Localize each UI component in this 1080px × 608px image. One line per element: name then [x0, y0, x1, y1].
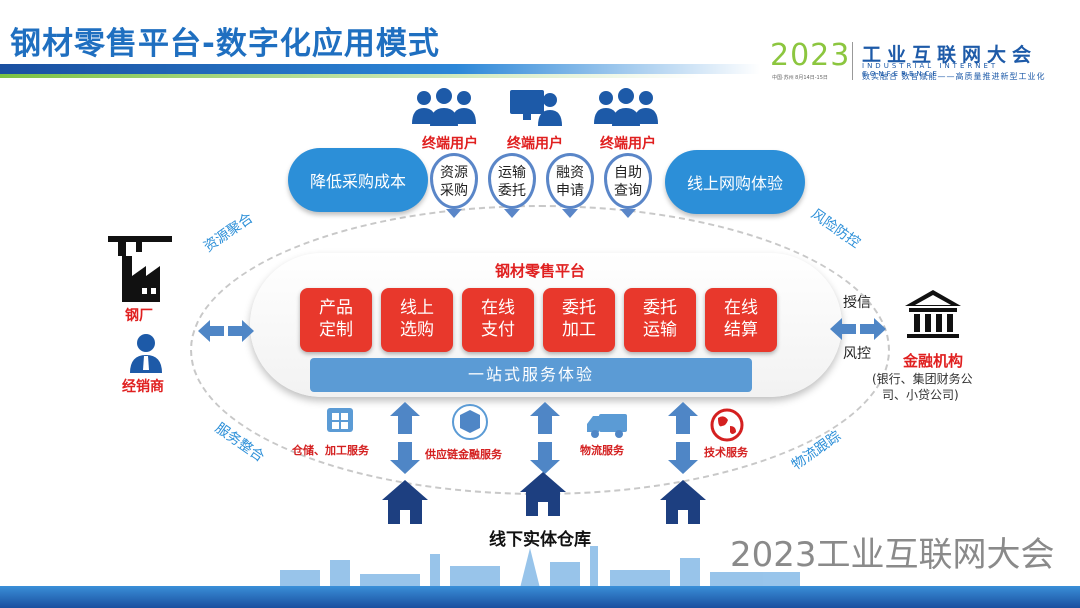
pin-tip — [446, 209, 462, 218]
feature-text: 支付 — [481, 320, 515, 340]
users-icon — [594, 88, 658, 126]
dealer-label: 经销商 — [122, 379, 164, 395]
users-icon-group — [412, 88, 658, 126]
one-stop-service-bar: 一站式服务体验 — [310, 358, 752, 392]
service-label: 技术服务 — [704, 446, 748, 459]
logo-slogan: 数实融合 数智赋能——高质量推进新型工业化 — [862, 72, 1046, 81]
vertical-bidirectional-arrow-icon — [530, 402, 560, 474]
pin-resource-purchase[interactable]: 资源采购 — [430, 153, 478, 218]
pin-tip — [620, 209, 636, 218]
watermark: 2023工业互联网大会 — [730, 535, 1055, 575]
title-underline — [0, 64, 760, 74]
credit-label: 授信 — [843, 295, 871, 311]
warehouse-grid-icon — [327, 408, 353, 432]
ring-label-resource: 资源聚合 — [201, 210, 257, 256]
financial-institution-label: 金融机构 — [903, 352, 964, 370]
feature-text: 在线 — [724, 298, 758, 318]
pin-tip — [504, 209, 520, 218]
cloud-reduce-cost: 降低采购成本 — [288, 148, 428, 212]
feature-text: 在线 — [481, 298, 515, 318]
warehouse-house-icon — [660, 480, 706, 524]
feature-text: 加工 — [562, 320, 596, 340]
pin-text: 委托 — [498, 183, 526, 199]
warehouse-house-icon — [382, 480, 428, 524]
pin-text: 资源 — [440, 165, 468, 181]
offline-warehouse-label: 线下实体仓库 — [489, 530, 591, 550]
logo-divider — [852, 42, 853, 80]
logo-year: 2023 — [770, 38, 851, 73]
feature-text: 产品 — [319, 298, 353, 318]
financial-institution-desc: (银行、集团财务公 — [872, 372, 973, 386]
pin-text: 自助 — [614, 165, 642, 181]
feature-online-pay[interactable]: 在线支付 — [462, 288, 534, 352]
financial-institution-desc: 司、小贷公司) — [882, 388, 959, 402]
page-title: 钢材零售平台-数字化应用模式 — [10, 26, 440, 62]
feature-text: 线上 — [400, 298, 434, 318]
pin-financing[interactable]: 融资申请 — [546, 153, 594, 218]
service-label: 仓储、加工服务 — [292, 444, 369, 457]
vertical-bidirectional-arrow-icon — [390, 402, 420, 474]
end-user-label: 终端用户 — [422, 136, 478, 152]
dealer-icon — [130, 334, 162, 373]
feature-text: 委托 — [643, 298, 677, 318]
vertical-bidirectional-arrow-icon — [668, 402, 698, 474]
feature-text: 运输 — [643, 320, 677, 340]
globe-icon — [710, 408, 744, 442]
pin-text: 融资 — [556, 165, 584, 181]
user-actions: 资源采购 运输委托 融资申请 自助查询 — [430, 153, 652, 218]
ring-label-risk: 风险防控 — [807, 206, 863, 252]
bidirectional-arrow-icon — [830, 318, 886, 340]
supply-chain-box-icon — [452, 404, 488, 440]
risk-control-label: 风控 — [843, 346, 871, 362]
factory-icon — [108, 236, 172, 302]
end-user-label: 终端用户 — [507, 136, 563, 152]
feature-online-select[interactable]: 线上选购 — [381, 288, 453, 352]
logo-en: INDUSTRIAL INTERNET CONFERENCE — [862, 62, 999, 78]
feature-text: 定制 — [319, 320, 353, 340]
users-icon — [412, 88, 476, 126]
conference-logo: 2023 中国·苏州 8月14日-15日 工业互联网大会 INDUSTRIAL … — [770, 38, 1070, 88]
warehouse-house-icon — [520, 472, 566, 516]
feature-processing[interactable]: 委托加工 — [543, 288, 615, 352]
pin-text: 申请 — [556, 183, 584, 199]
title-underline-green — [0, 74, 700, 78]
bank-icon — [905, 290, 961, 338]
feature-text: 委托 — [562, 298, 596, 318]
feature-custom[interactable]: 产品定制 — [300, 288, 372, 352]
end-user-label: 终端用户 — [600, 136, 656, 152]
steel-mill-label: 钢厂 — [125, 308, 153, 324]
pin-text: 查询 — [614, 183, 642, 199]
bidirectional-arrow-icon — [198, 320, 254, 342]
logo-meta: 中国·苏州 8月14日-15日 — [772, 75, 828, 81]
feature-transport[interactable]: 委托运输 — [624, 288, 696, 352]
pin-text: 采购 — [440, 183, 468, 199]
computer-user-icon — [510, 90, 562, 126]
footer-band — [0, 586, 1080, 608]
logo-cn: 工业互联网大会 — [862, 44, 1038, 66]
pin-text: 运输 — [498, 165, 526, 181]
truck-icon — [587, 414, 627, 438]
pin-transport[interactable]: 运输委托 — [488, 153, 536, 218]
platform-title: 钢材零售平台 — [494, 262, 585, 280]
city-skyline-decoration — [280, 546, 800, 588]
feature-text: 选购 — [400, 320, 434, 340]
pin-tip — [562, 209, 578, 218]
feature-settlement[interactable]: 在线结算 — [705, 288, 777, 352]
pin-self-query[interactable]: 自助查询 — [604, 153, 652, 218]
service-label: 物流服务 — [580, 444, 624, 457]
service-label: 供应链金融服务 — [425, 448, 502, 461]
feature-text: 结算 — [724, 320, 758, 340]
cloud-online-shopping: 线上网购体验 — [665, 150, 805, 214]
